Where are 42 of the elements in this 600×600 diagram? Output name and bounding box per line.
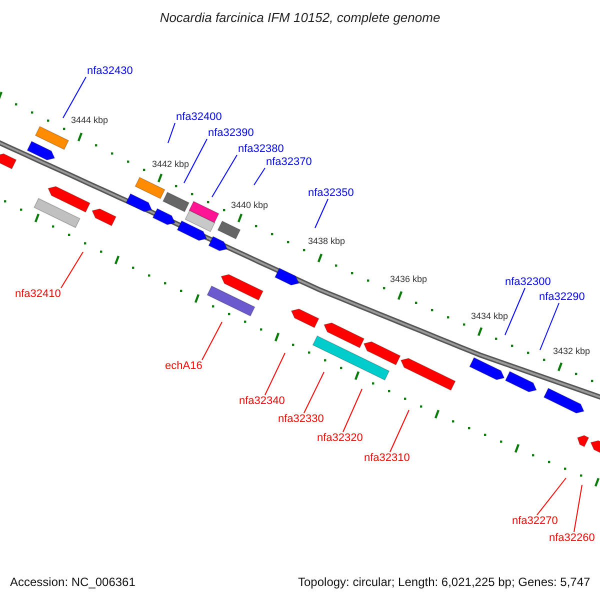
- leader-line: [504, 288, 526, 336]
- leader-line: [574, 484, 582, 532]
- leader-line: [264, 352, 286, 396]
- leader-line: [304, 372, 324, 414]
- gene-label: nfa32320: [317, 433, 363, 444]
- gene-label: nfa32330: [278, 414, 324, 425]
- gene-label: nfa32270: [512, 516, 558, 527]
- scale-label: 3444 kbp: [71, 116, 108, 125]
- leader-line: [60, 252, 84, 288]
- gene-label: nfa32430: [87, 66, 133, 77]
- scale-label: 3438 kbp: [308, 237, 346, 246]
- scale-label: 3440 kbp: [231, 201, 268, 210]
- genome-summary-text: Topology: circular; Length: 6,021,225 bp; Genes: 5,747: [298, 576, 590, 588]
- leader-line: [314, 198, 328, 228]
- leader-line: [536, 478, 566, 516]
- gene-label: nfa32370: [266, 157, 312, 168]
- gene-label: nfa32350: [308, 188, 354, 199]
- gene-label: nfa32260: [549, 533, 595, 544]
- leader-line: [168, 122, 176, 144]
- leader-line: [390, 410, 410, 452]
- gene-label: nfa32300: [505, 277, 551, 288]
- scale-label: 3432 kbp: [553, 347, 590, 356]
- leader-line: [202, 322, 222, 360]
- leader-line: [342, 388, 362, 432]
- leader-line: [62, 76, 86, 118]
- scale-label: 3436 kbp: [390, 275, 428, 284]
- scale-label: 3434 kbp: [471, 312, 508, 321]
- leader-line: [212, 154, 238, 198]
- leader-line: [540, 302, 560, 350]
- gene-label: nfa32380: [238, 144, 284, 155]
- gene-label: echA16: [165, 361, 202, 372]
- scale-label: 3442 kbp: [152, 160, 190, 169]
- gene-label: nfa32410: [15, 289, 61, 300]
- gene-label: nfa32290: [539, 292, 585, 303]
- gene-label: nfa32390: [208, 128, 254, 139]
- gene-label: nfa32340: [239, 396, 285, 407]
- accession-text: Accession: NC_006361: [10, 576, 136, 588]
- leader-line: [184, 138, 208, 184]
- gene-label: nfa32310: [364, 453, 410, 464]
- leader-line: [254, 168, 266, 186]
- gene-label: nfa32400: [176, 112, 222, 123]
- title: Nocardia farcinica IFM 10152, complete genome: [158, 11, 442, 24]
